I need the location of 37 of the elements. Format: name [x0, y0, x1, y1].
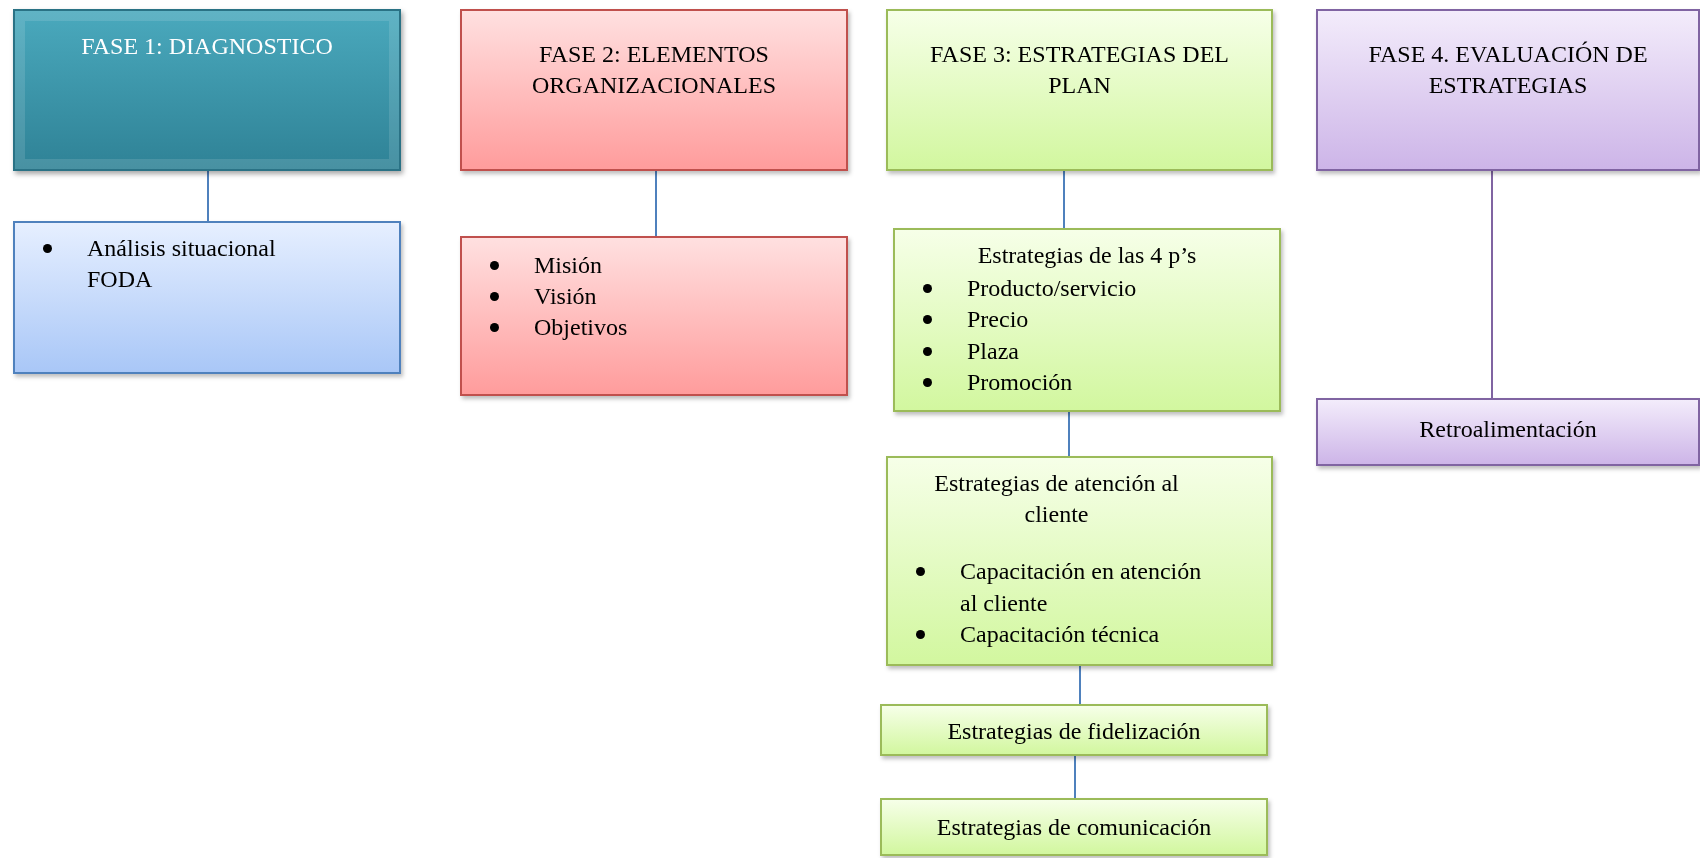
phase-box [460, 9, 848, 171]
list-item: Precio [967, 306, 1029, 333]
list-item: Capacitación en atención al cliente [960, 558, 1202, 616]
list-item: Plaza [967, 337, 1019, 364]
list-box [13, 221, 401, 374]
phase-box [880, 704, 1268, 756]
box-heading: FASE 3: ESTRATEGIAS DEL PLAN [929, 40, 1230, 101]
phase-box [880, 798, 1268, 856]
phase-box [1316, 9, 1700, 171]
connector-line [1068, 411, 1070, 457]
box-heading: Estrategias de las 4 p’s [976, 241, 1198, 270]
list-item: Capacitación técnica [960, 620, 1160, 647]
connector-line [655, 170, 657, 237]
list-item: Visión [534, 283, 597, 310]
list-item: Análisis situacional FODA [87, 235, 276, 293]
list-item: Objetivos [534, 314, 628, 341]
connector-line [1079, 665, 1081, 705]
box-heading: Estrategias de atención al cliente [933, 469, 1180, 530]
phase-box [1316, 398, 1700, 466]
list-box [893, 228, 1281, 412]
box-heading: Retroalimentación [1418, 415, 1598, 444]
connector-line [207, 170, 209, 222]
box-heading: FASE 4. EVALUACIÓN DE ESTRATEGIAS [1367, 40, 1649, 101]
phase-box [13, 9, 401, 171]
list-box [460, 236, 848, 396]
phase-box [886, 9, 1273, 171]
list-box [886, 456, 1273, 666]
box-heading: FASE 2: ELEMENTOS ORGANIZACIONALES [531, 40, 777, 101]
connector-line [1063, 170, 1065, 229]
box-heading: Estrategias de fidelización [946, 717, 1202, 746]
list-item: Producto/servicio [967, 275, 1137, 302]
list-item: Misión [534, 252, 602, 278]
connector-line [1074, 755, 1076, 799]
connector-line [1491, 170, 1493, 399]
box-heading: FASE 1: DIAGNOSTICO [80, 32, 334, 61]
list-item: Promoción [967, 368, 1073, 395]
box-heading: Estrategias de comunicación [935, 813, 1213, 842]
